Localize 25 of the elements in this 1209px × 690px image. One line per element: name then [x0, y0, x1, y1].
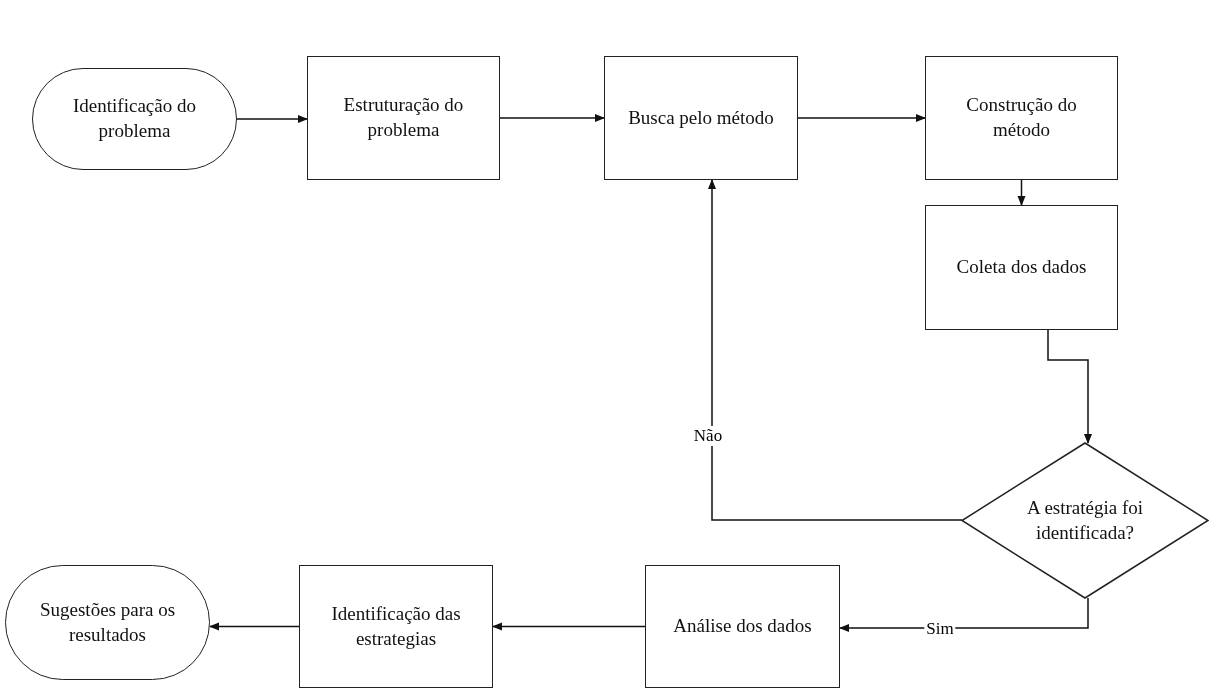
arrow: [499, 114, 605, 122]
arrow: [1017, 179, 1026, 206]
node-label: Coleta dos dados: [956, 255, 1087, 280]
node-label: Sugestões para os resultados: [38, 597, 177, 647]
process-box: [604, 56, 798, 180]
process-box: [925, 56, 1118, 180]
node-label: Identificação do problema: [72, 94, 197, 143]
process-box: [925, 205, 1118, 330]
arrow: [708, 179, 963, 521]
node-label: Estruturação do problema: [342, 93, 465, 142]
decision-diamond: [962, 443, 1208, 598]
arrow: [209, 622, 300, 631]
arrow: [1047, 329, 1092, 444]
node-label: A estratégia foi identificada?: [1025, 495, 1145, 545]
node-label: Análise dos dados: [673, 614, 812, 639]
node-label: Busca pelo método: [628, 105, 774, 130]
edge-label: Não: [691, 426, 725, 446]
arrow: [492, 622, 646, 631]
node-label: Identificação das estrategias: [330, 601, 462, 651]
process-box: [645, 565, 840, 688]
process-box: [299, 565, 493, 688]
process-box: [307, 56, 500, 180]
node-label: Construção do método: [965, 93, 1078, 142]
arrow: [236, 115, 308, 123]
arrow: [797, 114, 926, 122]
